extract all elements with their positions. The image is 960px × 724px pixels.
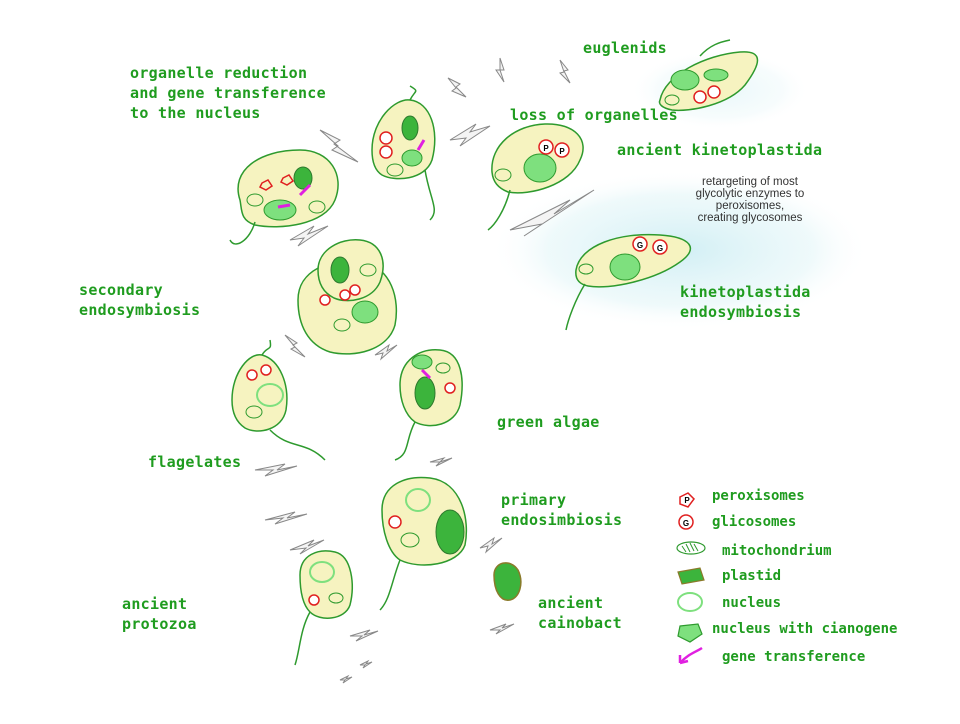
cell-ancient-protozoa — [294, 550, 353, 666]
label-primary-endosimbiosis: primary endosimbiosis — [501, 491, 623, 529]
retargeting-note: retargeting of most glycolytic enzymes t… — [695, 176, 805, 224]
legend-gene-transference: gene transference — [722, 649, 866, 665]
svg-text:P: P — [543, 144, 549, 153]
cell-organelle-reduction — [229, 149, 339, 245]
svg-text:P: P — [559, 147, 565, 156]
cell-flagelate — [231, 339, 326, 461]
label-loss-of-organelles: loss of organelles — [510, 106, 678, 124]
svg-text:G: G — [637, 241, 643, 250]
nucleus-cianogene-icon — [677, 623, 703, 643]
cell-ancient-cainobact — [493, 562, 522, 601]
peroxisome-icon: P — [679, 492, 695, 508]
legend-nucleus: nucleus — [722, 595, 782, 611]
transition-arrows — [254, 57, 595, 684]
label-flagelates: flagelates — [148, 453, 242, 471]
legend-plastid: plastid — [722, 568, 782, 584]
cell-upper-middle — [371, 85, 436, 221]
cell-loss-of-organelles: P P — [487, 123, 584, 231]
cell-secondary-endosymbiosis — [297, 239, 398, 355]
legend-mitochondrium: mitochondrium — [722, 543, 832, 559]
cell-green-algae — [394, 349, 463, 461]
gene-transference-icon — [678, 646, 703, 665]
mitochondrium-icon — [676, 541, 706, 555]
legend-peroxisomes: peroxisomes — [712, 488, 805, 504]
glicosome-icon: G — [678, 514, 694, 530]
cell-euglenid — [658, 39, 759, 112]
svg-text:G: G — [683, 519, 689, 528]
svg-text:P: P — [684, 496, 690, 505]
plastid-icon — [677, 567, 705, 585]
label-kinetoplastida-endosymbiosis: kinetoplastida endosymbiosis — [680, 283, 811, 321]
legend-nucleus-cianogene: nucleus with cianogene — [712, 621, 898, 637]
cell-primary-endosymbiosis — [379, 476, 468, 611]
label-ancient-cainobact: ancient cainobact — [538, 594, 622, 632]
nucleus-icon — [677, 592, 703, 612]
legend-glicosomes: glicosomes — [712, 514, 797, 530]
label-ancient-protozoa: ancient protozoa — [122, 595, 197, 633]
legend-icons: P G — [676, 492, 706, 665]
svg-text:G: G — [657, 244, 663, 253]
label-euglenids: euglenids — [583, 39, 667, 57]
label-secondary-endosymbiosis: secondary endosymbiosis — [79, 281, 201, 319]
label-ancient-kinetoplastida: ancient kinetoplastida — [617, 141, 823, 159]
cell-kinetoplastida: G G — [565, 233, 692, 331]
label-green-algae: green algae — [497, 413, 600, 431]
label-organelle-reduction: organelle reduction and gene transferenc… — [130, 64, 326, 122]
